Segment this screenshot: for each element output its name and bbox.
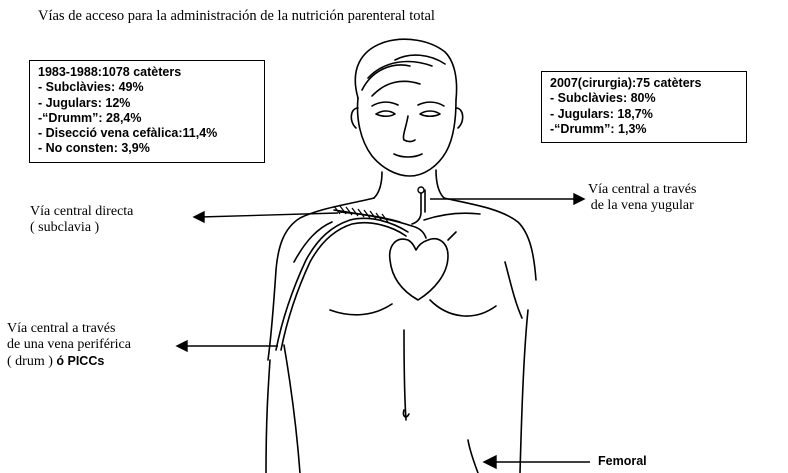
stats-line: - Jugulars: 18,7% (550, 107, 738, 122)
neck-right (436, 170, 444, 198)
label-periferica-line2: de una vena periférica (7, 337, 131, 353)
stats-box-2007: 2007(cirurgia):75 catèters - Subclàvies:… (541, 71, 747, 143)
stats-line: - No consten: 3,9% (38, 141, 256, 156)
peripheral-catheter-inner (281, 223, 406, 350)
stats-line: 1983-1988:1078 catèters (38, 65, 256, 80)
armpit-right (505, 262, 522, 318)
shoulder-right (444, 198, 536, 280)
eyebrow-right (418, 102, 444, 106)
mouth (394, 154, 422, 157)
stats-line: -“Drumm”: 1,3% (550, 122, 738, 137)
arrow-yugular-head (574, 194, 584, 204)
chest-left (330, 304, 392, 315)
chest-right (430, 300, 496, 316)
eye-left (376, 111, 395, 116)
hip-line (468, 440, 478, 473)
heart (390, 239, 448, 300)
aorta-branch (448, 232, 456, 240)
stats-line: 2007(cirurgia):75 catèters (550, 76, 738, 91)
arrow-femoral-head (484, 456, 496, 468)
stats-box-1983-1988: 1983-1988:1078 catèters - Subclàvies: 49… (29, 60, 265, 163)
stats-line: - Disecció vena cefàlica:11,4% (38, 126, 256, 141)
nose (403, 116, 415, 142)
stats-line: - Subclàvies: 49% (38, 80, 256, 95)
diagram-title: Vías de acceso para la administración de… (38, 8, 435, 25)
arrow-subclavia-head (194, 212, 204, 222)
label-subclavia-line1: Vía central directa (30, 204, 133, 220)
label-femoral: Femoral (598, 453, 647, 469)
label-subclavia-line2: ( subclavia ) (30, 220, 133, 236)
torso-right (520, 310, 528, 473)
hair-strands (362, 55, 445, 96)
label-yugular: Vía central a través de la vena yugular (588, 182, 696, 214)
jugular-vessel (412, 190, 421, 224)
label-yugular-line2: de la vena yugular (588, 198, 696, 214)
arrow-periferica-head (177, 341, 187, 351)
eyebrow-left (372, 102, 398, 106)
face-outline (358, 98, 456, 176)
label-drum: ( drum ) (7, 354, 53, 369)
label-subclavia: Vía central directa ( subclavia ) (30, 204, 133, 236)
stats-line: - Subclàvies: 80% (550, 91, 738, 106)
label-periferica: Vía central a través de una vena perifér… (7, 321, 131, 370)
catheter-tip (418, 187, 424, 193)
label-periferica-line1: Vía central a través (7, 321, 131, 337)
stats-line: -“Drumm”: 28,4% (38, 111, 256, 126)
label-yugular-line1: Vía central a través (588, 182, 696, 198)
chest-center (404, 330, 406, 420)
stats-line: - Jugulars: 12% (38, 96, 256, 111)
neck-left (374, 172, 382, 198)
ear-right (456, 108, 463, 128)
torso-left (284, 345, 300, 473)
hair-outline (355, 39, 456, 100)
peripheral-catheter-outer (276, 218, 408, 350)
label-piccs: ó PICCs (56, 354, 104, 368)
arm-inner-left (266, 360, 270, 473)
eye-right (420, 111, 440, 116)
clavicle-right (424, 213, 480, 220)
label-periferica-line3: ( drum ) ó PICCs (7, 353, 131, 370)
arrow-subclavia-line (200, 213, 338, 217)
